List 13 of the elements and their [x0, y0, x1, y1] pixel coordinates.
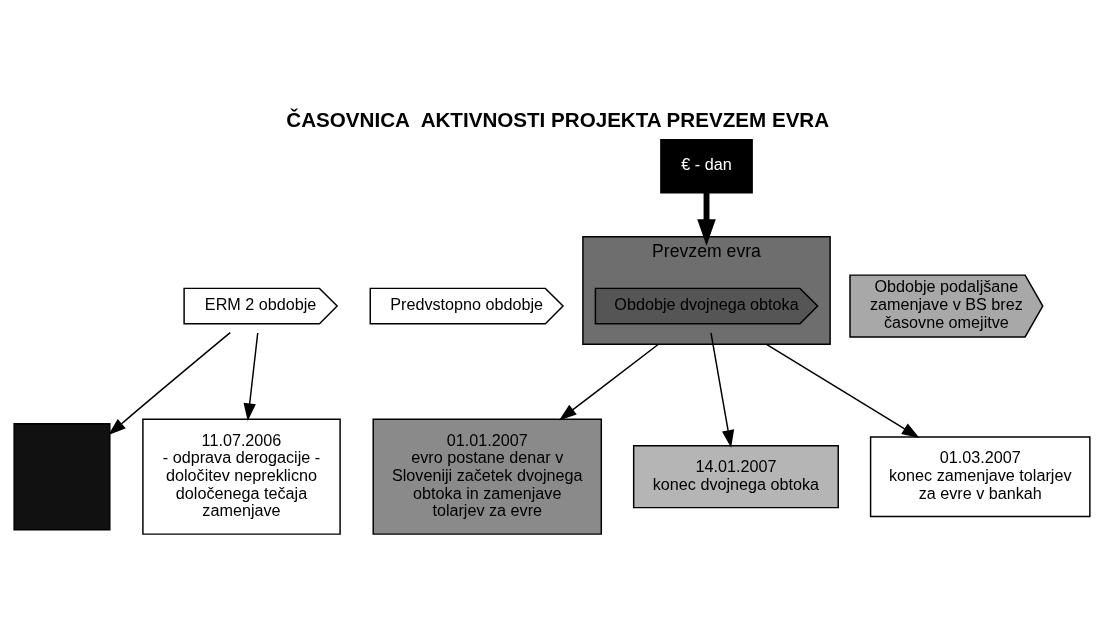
node-box: 14.01.2007 konec dvojnega obtoka	[632, 444, 839, 508]
arrow	[765, 343, 920, 438]
diagram-title: ČASOVNICA AKTIVNOSTI PROJEKTA PREVZEM EVRA	[286, 107, 830, 131]
node-box: € - dan	[660, 138, 753, 193]
arrow	[697, 192, 716, 246]
arrow	[243, 331, 259, 421]
node-box	[13, 422, 111, 530]
arrow	[710, 331, 735, 448]
node-box: 01.01.2007 evro postane denar v Sloveniji začetek dvojnega obtoka in zamenjave tolarjev za evre	[372, 418, 603, 535]
arrow	[558, 343, 660, 420]
node-box: 11.07.2006 - odprava derogacije - določitev nepreklicno določenega tečaja zamenjave	[142, 418, 341, 535]
arrow	[108, 331, 231, 435]
node-box: 01.03.2007 konec zamenjave tolarjev za evre v bankah	[869, 435, 1091, 517]
